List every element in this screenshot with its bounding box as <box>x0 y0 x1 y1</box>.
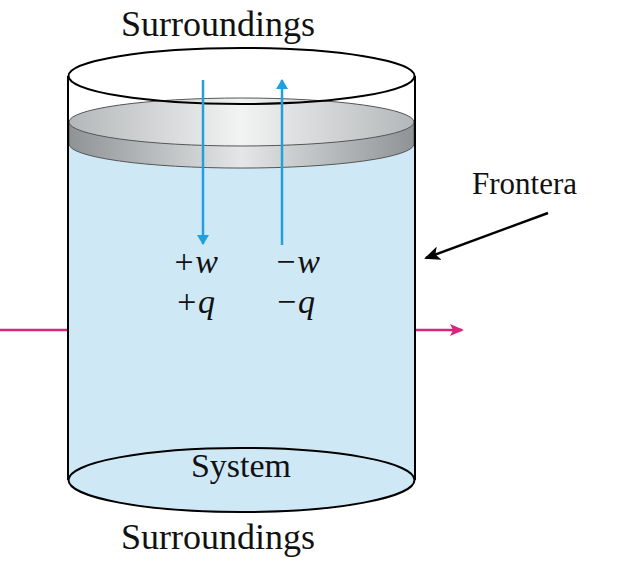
surroundings-label: Surroundings <box>121 6 315 42</box>
leader-arrow <box>426 213 548 258</box>
cylinder-outline <box>66 44 418 518</box>
system-cylinder: +w −w +q −qSystem <box>66 44 418 518</box>
work-sign: −w <box>272 245 322 279</box>
boundary-label: Frontera <box>472 168 577 199</box>
surroundings-label: Surroundings <box>121 519 315 555</box>
work-sign: +w <box>170 245 220 279</box>
heat-sign: −q <box>273 285 317 319</box>
system-label: System <box>191 449 291 483</box>
heat-sign: +q <box>173 285 217 319</box>
